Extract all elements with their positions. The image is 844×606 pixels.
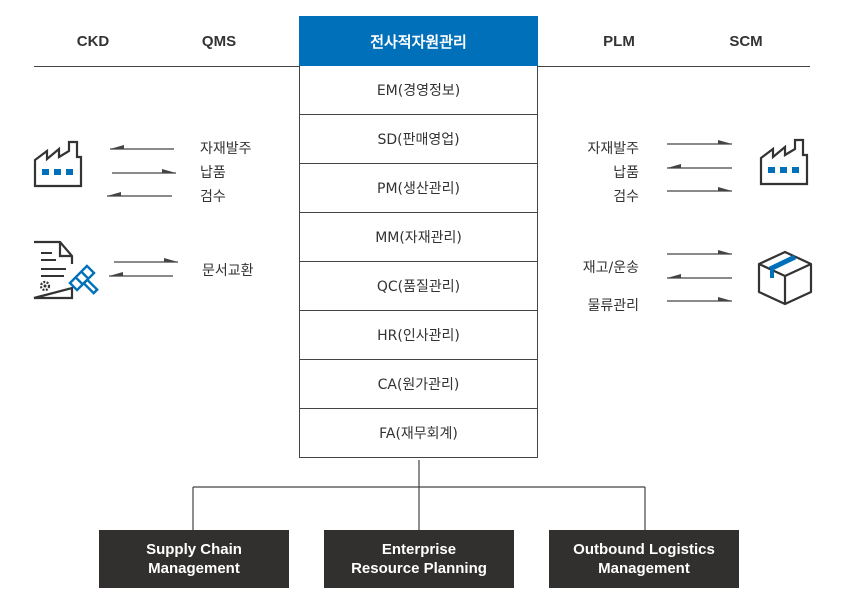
box-outbound-logistics-management: Outbound Logistics Management xyxy=(549,530,739,588)
flow-label-right-order: 자재발주 xyxy=(587,141,639,157)
box-label-line2: Resource Planning xyxy=(351,560,487,577)
erp-module-column: 전사적자원관리 EM(경영정보) SD(판매영업) PM(생산관리) MM(자재… xyxy=(299,16,538,458)
arrowhead-left-inspection xyxy=(107,192,121,196)
arrowhead-left-delivery xyxy=(162,169,176,173)
flow-label-document-exchange: 문서교환 xyxy=(202,263,254,279)
system-label-scm: SCM xyxy=(729,33,763,50)
system-label-qms: QMS xyxy=(201,33,237,50)
package-box-icon xyxy=(757,250,813,306)
header-divider-right xyxy=(538,66,810,67)
flow-label-left-order: 자재발주 xyxy=(200,141,252,157)
erp-module-hr: HR(인사관리) xyxy=(300,310,537,359)
erp-module-mm: MM(자재관리) xyxy=(300,212,537,261)
arrowhead-logistics xyxy=(718,297,732,301)
arrowhead-right-order xyxy=(718,140,732,144)
header-divider-left xyxy=(34,66,299,67)
box-label-line1: Supply Chain xyxy=(146,541,242,558)
system-label-plm: PLM xyxy=(603,33,635,50)
document-approval-icon xyxy=(33,240,99,300)
erp-module-sd: SD(판매영업) xyxy=(300,114,537,163)
flow-label-logistics: 물류관리 xyxy=(587,298,639,314)
erp-module-fa: FA(재무회계) xyxy=(300,408,537,457)
erp-module-qc: QC(품질관리) xyxy=(300,261,537,310)
box-enterprise-resource-planning: Enterprise Resource Planning xyxy=(324,530,514,588)
erp-module-list: EM(경영정보) SD(판매영업) PM(생산관리) MM(자재관리) QC(품… xyxy=(299,66,538,458)
erp-module-em: EM(경영정보) xyxy=(376,83,461,99)
flow-label-right-delivery: 납품 xyxy=(613,165,639,181)
erp-module-ca: CA(원가관리) xyxy=(300,359,537,408)
arrowhead-doc-in xyxy=(109,272,123,276)
arrowhead-right-inspection xyxy=(718,187,732,191)
flow-label-left-inspection: 검수 xyxy=(200,189,226,205)
arrowhead-doc-out xyxy=(164,258,178,262)
factory-icon-right xyxy=(759,138,809,186)
flow-label-left-delivery: 납품 xyxy=(200,165,226,181)
erp-title: 전사적자원관리 xyxy=(299,16,538,66)
box-label-line2: Management xyxy=(598,560,690,577)
arrowhead-inventory-out xyxy=(718,250,732,254)
flow-label-inventory-transport: 재고/운송 xyxy=(582,260,639,276)
arrowhead-inventory-in xyxy=(667,274,681,278)
factory-icon-left xyxy=(33,140,83,188)
box-label-line1: Outbound Logistics xyxy=(573,541,715,558)
box-label-line1: Enterprise xyxy=(381,541,457,558)
arrowhead-right-delivery xyxy=(667,164,681,168)
arrowhead-left-order xyxy=(110,145,124,149)
erp-module-pm: PM(생산관리) xyxy=(300,163,537,212)
system-label-ckd: CKD xyxy=(76,33,110,50)
flow-label-right-inspection: 검수 xyxy=(613,189,639,205)
box-label-line2: Management xyxy=(148,560,240,577)
box-supply-chain-management: Supply Chain Management xyxy=(99,530,289,588)
